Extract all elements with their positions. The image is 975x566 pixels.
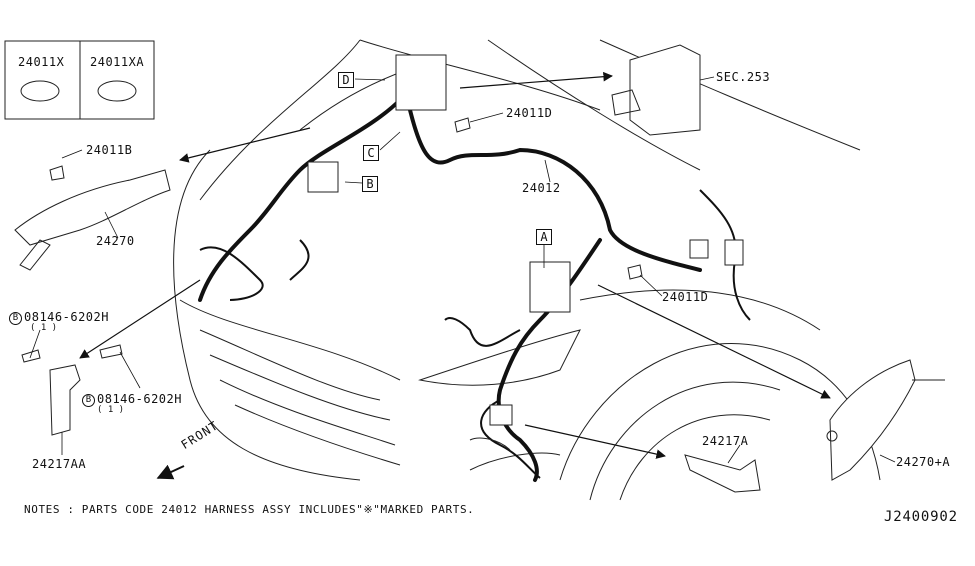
leader-bolt-left: [29, 329, 41, 359]
label-24011d-top: 24011D: [506, 106, 553, 120]
marker-c: C: [363, 145, 379, 161]
fog-wire: [469, 437, 511, 451]
bracket-24217aa: [49, 364, 81, 436]
bolt-right: [99, 344, 123, 359]
arrow-to-24217a: [524, 424, 666, 459]
notes-text: NOTES : PARTS CODE 24012 HARNESS ASSY IN…: [24, 503, 475, 516]
bolt-marker-circle-1: B: [9, 312, 22, 325]
harness-fog-branch: [480, 399, 541, 479]
bracket-24217a: [684, 454, 761, 493]
label-bolt-1: 08146-6202H: [24, 310, 109, 324]
hood-edge-top: [359, 39, 601, 111]
leader-24217a: [727, 444, 741, 464]
label-24217aa: 24217AA: [32, 457, 87, 471]
label-bolt-1-qty: ( 1 ): [30, 323, 58, 333]
arrow-to-24270: [179, 127, 311, 163]
harness-short-branch: [289, 239, 310, 281]
bumper-outline: [173, 149, 361, 481]
clip-24011d-right: [627, 264, 643, 280]
arrow-to-sec253: [459, 71, 613, 89]
bolt-marker-circle-2: B: [82, 394, 95, 407]
duct-24270-clip: [19, 239, 51, 271]
legend-label-24011x: 24011X: [18, 55, 65, 69]
leader-24270: [104, 211, 119, 239]
harness-headlamp-branch: [444, 317, 521, 347]
clip-24011b: [49, 165, 65, 181]
grille-line-4: [234, 404, 401, 466]
fog-connector: [489, 404, 513, 426]
grille-line-3: [219, 379, 396, 446]
fuse-block-d: [395, 54, 447, 111]
leader-sec253: [699, 76, 715, 81]
leader-24011d-right: [639, 274, 663, 297]
fog-lamp: [469, 452, 561, 471]
arrow-to-bracket: [79, 279, 201, 359]
leader-marker-c: [379, 131, 401, 151]
module-bracket: [611, 89, 641, 116]
right-connector: [689, 239, 709, 259]
grille-line-1: [199, 329, 381, 401]
label-24217a: 24217A: [702, 434, 749, 448]
marker-b: B: [362, 176, 378, 192]
harness-left-run: [198, 98, 402, 302]
leader-24011d-top: [469, 112, 504, 123]
leader-marker-b: [344, 181, 363, 184]
label-sec253: SEC.253: [716, 70, 771, 84]
label-24270a: 24270+A: [896, 455, 951, 469]
label-bolt-2: 08146-6202H: [97, 392, 182, 406]
legend-ellipse-2: [97, 80, 137, 102]
harness-main-run: [408, 108, 702, 272]
legend-label-24011xa: 24011XA: [90, 55, 145, 69]
wheel-arch-inner: [589, 381, 781, 501]
label-bolt-2-qty: ( 1 ): [97, 405, 125, 415]
clip-24011d-top: [454, 117, 471, 133]
diagram-code: J2400902: [884, 509, 958, 525]
label-24270: 24270: [96, 234, 135, 248]
grille-line-2: [209, 354, 391, 421]
right-connector-2: [724, 239, 744, 266]
cowl-line: [599, 39, 861, 151]
marker-d: D: [338, 72, 354, 88]
headlamp-outline: [418, 329, 581, 386]
harness-left-branch: [199, 246, 264, 301]
bumper-crease: [179, 299, 401, 381]
module-sec253: [629, 44, 701, 136]
arrow-to-24270a: [597, 284, 831, 399]
wheel-arch-inner-2: [619, 414, 771, 501]
front-arrow: [156, 464, 185, 480]
duct-24270: [14, 169, 171, 246]
label-24012: 24012: [522, 181, 561, 195]
windshield-line: [487, 39, 701, 171]
legend-ellipse-1: [20, 80, 60, 102]
leader-bolt-right: [119, 351, 141, 389]
label-24011b: 24011B: [86, 143, 133, 157]
duct-24270a-hole: [826, 430, 838, 442]
connector-block-a: [529, 261, 571, 313]
leader-24011b: [61, 149, 83, 159]
hood-edge-left: [199, 39, 361, 201]
leader-24012: [544, 159, 551, 183]
leader-marker-d: [354, 78, 386, 81]
leader-24270a: [879, 454, 896, 463]
label-24011d-right: 24011D: [662, 290, 709, 304]
marker-a: A: [536, 229, 552, 245]
relay-box-b: [307, 161, 339, 193]
